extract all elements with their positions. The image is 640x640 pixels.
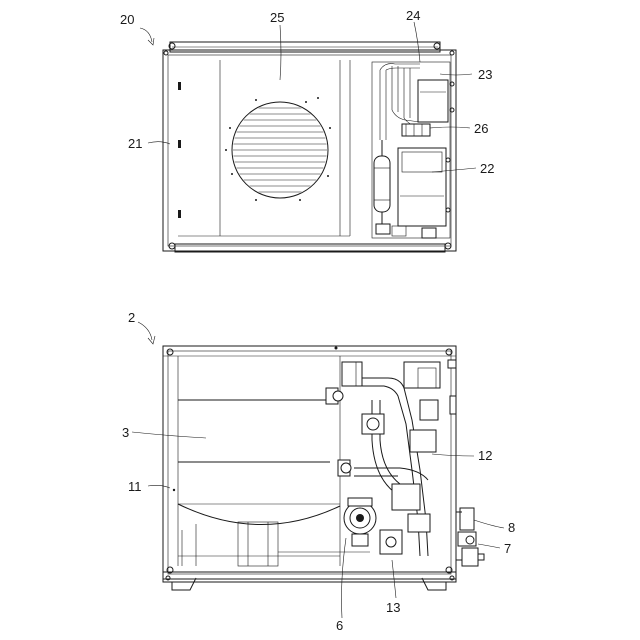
label-fitting: 8 bbox=[508, 520, 515, 535]
label-box-upper: 23 bbox=[478, 67, 492, 82]
label-pipe-right: 12 bbox=[478, 448, 492, 463]
label-pump-main: 6 bbox=[336, 618, 343, 633]
label-pipe-top: 24 bbox=[406, 8, 420, 23]
label-pump-small: 13 bbox=[386, 600, 400, 615]
upper-unit bbox=[163, 42, 456, 252]
label-valve: 7 bbox=[504, 541, 511, 556]
pump bbox=[344, 498, 376, 546]
label-fan: 25 bbox=[270, 10, 284, 25]
tank bbox=[178, 356, 370, 566]
label-upper-unit: 20 bbox=[120, 12, 134, 27]
label-frame-upper: 21 bbox=[128, 136, 142, 151]
label-frame-lower: 11 bbox=[128, 479, 142, 494]
label-tank: 3 bbox=[122, 425, 129, 440]
label-box-lower: 22 bbox=[480, 161, 494, 176]
side-fittings bbox=[448, 360, 484, 566]
upper-equipment bbox=[372, 62, 454, 238]
fan-grille bbox=[225, 97, 331, 201]
label-lower-unit: 2 bbox=[128, 310, 135, 325]
label-pipe-mid: 26 bbox=[474, 121, 488, 136]
lower-unit bbox=[163, 346, 484, 590]
